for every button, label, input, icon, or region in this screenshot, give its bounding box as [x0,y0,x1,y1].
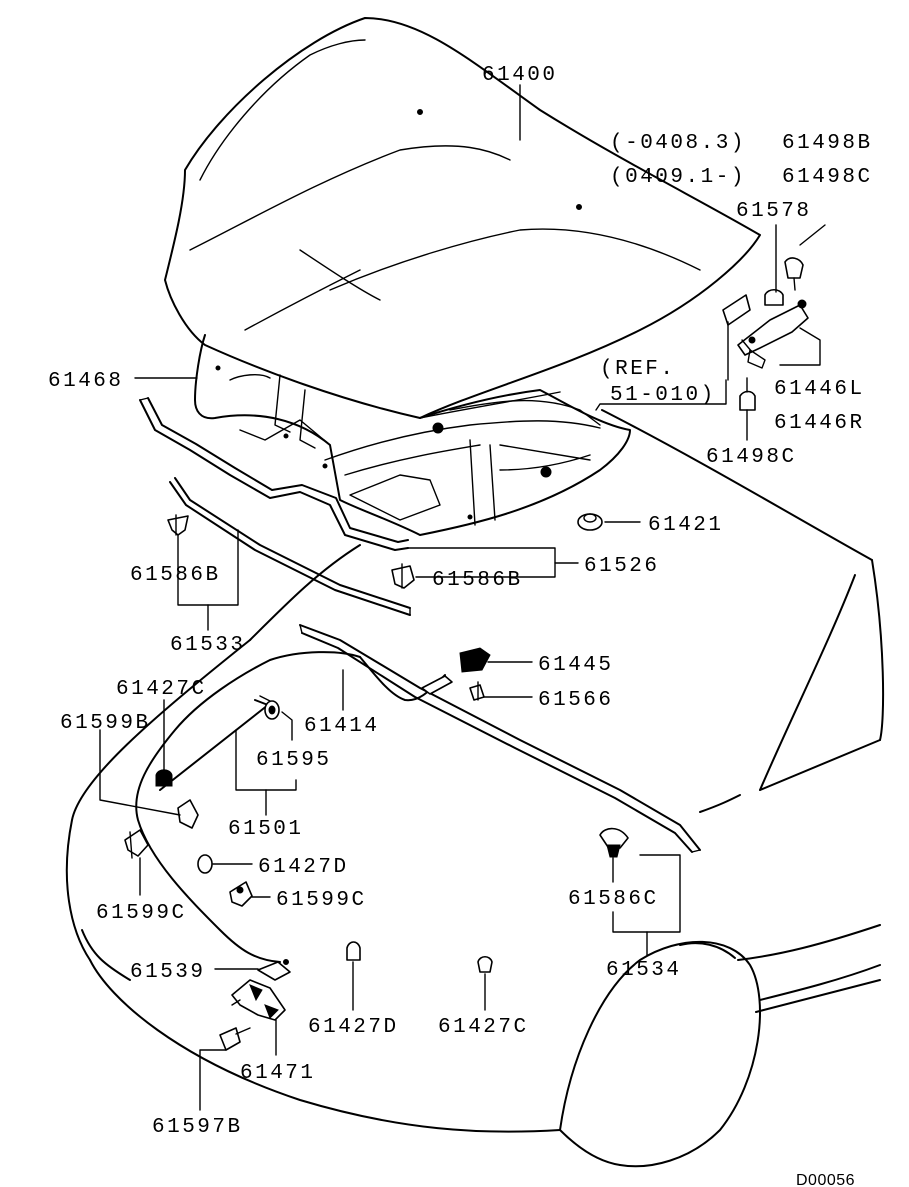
label-61427D-bottom: 61427D [308,1016,399,1039]
label-61427C-top: 61427C [116,678,207,701]
part-labels: 61400 (-0408.3) 61498B (0409.1-) 61498C … [48,64,873,1187]
grommet-61427D-mid [197,854,213,874]
cable-end-61539 [257,959,291,981]
label-61471: 61471 [240,1062,316,1085]
label-61599C-right: 61599C [276,889,367,912]
label-61427D-mid: 61427D [258,856,349,879]
label-range-1: (-0408.3) [610,132,746,155]
label-61414: 61414 [304,715,380,738]
label-61599C-left: 61599C [96,902,187,925]
label-61599B: 61599B [60,712,151,735]
label-61446L: 61446L [774,378,865,401]
clip-61586B-right [391,563,415,589]
grommet-61427C-top [155,769,173,787]
bolt-61597B [219,1027,251,1051]
label-61586C: 61586C [568,888,659,911]
label-61595: 61595 [256,749,332,772]
screw-61566 [469,681,485,701]
clamp-61599B [177,799,199,829]
lock-release-rod [159,695,280,791]
label-61586B-right: 61586B [432,569,523,592]
label-range-2: (0409.1-) [610,166,746,189]
hood-stay-rod [169,477,411,616]
label-61597B: 61597B [152,1116,243,1139]
label-61539: 61539 [130,961,206,984]
hood-hinge [722,257,809,411]
label-61498C-top: 61498C [782,166,873,189]
label-61421: 61421 [648,514,724,537]
hood-panel [164,17,761,419]
label-ref-a: (REF. [600,358,676,381]
latch-bracket-61445 [421,647,491,695]
label-61498C: 61498C [706,446,797,469]
hood-inner-frame [194,334,631,536]
grommet-61421 [577,513,603,531]
hood-front-seal [139,397,409,551]
clip-61586C [599,827,629,858]
car-body-outline [65,409,885,1168]
label-61427C-bottom: 61427C [438,1016,529,1039]
label-61534: 61534 [606,959,682,982]
hood-rear-weatherstrip [299,624,701,853]
clamp-61599C-left [124,829,149,859]
clamp-61599C-right [229,881,253,907]
label-ref-b: 51-010) [610,384,716,407]
hood-lock-61471 [231,979,286,1021]
grommet-61427D-bottom [346,941,361,961]
label-61445: 61445 [538,654,614,677]
label-61446R: 61446R [774,412,865,435]
label-61468: 61468 [48,370,124,393]
grommet-61427C-bottom [477,955,493,973]
label-61533: 61533 [170,634,246,657]
leader-lines [99,84,826,1111]
label-61578: 61578 [736,200,812,223]
label-61498B: 61498B [782,132,873,155]
label-61566: 61566 [538,689,614,712]
label-61501: 61501 [228,818,304,841]
label-61586B-left: 61586B [130,564,221,587]
label-61526: 61526 [584,555,660,578]
diagram-code: D00056 [796,1172,855,1187]
clip-61586B-left [167,514,189,536]
label-61400: 61400 [482,64,558,87]
